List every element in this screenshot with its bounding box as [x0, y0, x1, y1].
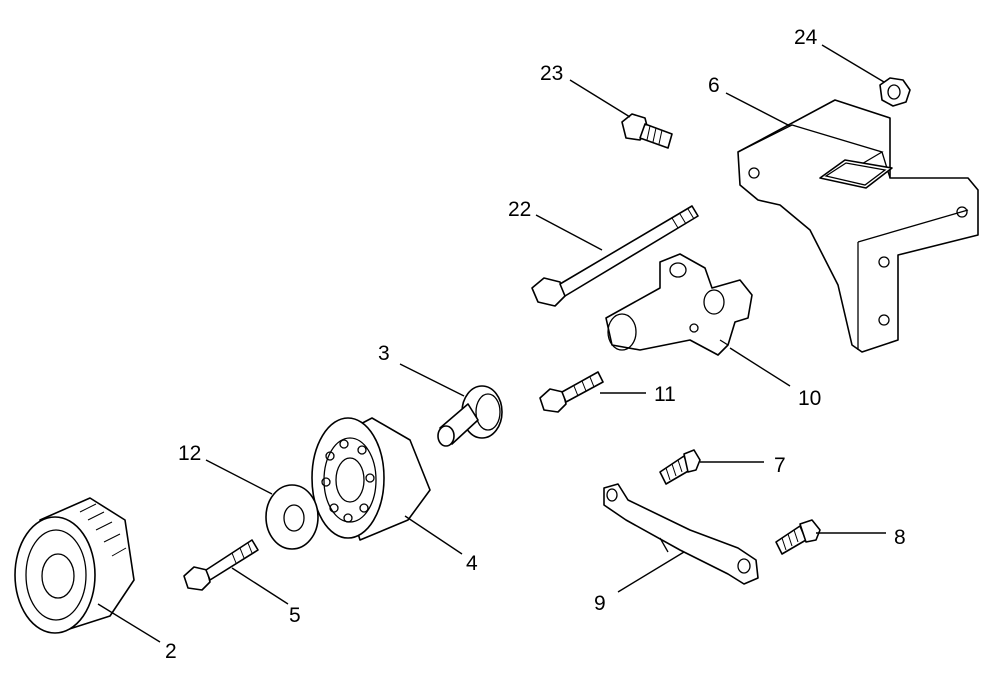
leader-12	[205, 459, 273, 495]
part-7-bolt	[659, 449, 701, 485]
label-6: 6	[708, 74, 720, 97]
part-6-bracket	[737, 99, 979, 353]
leader-3	[399, 363, 465, 397]
label-24: 24	[794, 26, 818, 49]
leader-23	[569, 79, 631, 118]
part-8-bolt	[775, 519, 821, 555]
leader-lines	[97, 44, 886, 643]
label-12: 12	[178, 442, 201, 465]
leader-9	[617, 551, 685, 593]
label-2: 2	[165, 640, 177, 663]
leader-4	[404, 515, 463, 555]
callout-labels: 2 3 4 5 6 7 8 9 10 11 12 22 23 24	[165, 26, 906, 663]
part-23-bolt	[621, 113, 673, 149]
leader-5	[231, 567, 289, 605]
leader-10	[729, 347, 791, 387]
part-5-bolt	[183, 539, 259, 591]
leader-6	[725, 92, 791, 127]
leader-2	[97, 603, 161, 643]
label-4: 4	[466, 552, 478, 575]
part-12-washer	[265, 484, 319, 550]
leader-24	[821, 44, 885, 83]
label-5: 5	[289, 604, 301, 627]
part-4-idler-pulley	[311, 417, 431, 541]
part-11-bolt	[539, 371, 604, 413]
part-9-strap-link	[603, 483, 759, 585]
part-24-nut	[879, 77, 911, 107]
part-2-grooved-pulley	[14, 497, 135, 634]
label-9: 9	[594, 592, 606, 615]
label-10: 10	[798, 387, 821, 410]
label-3: 3	[378, 342, 390, 365]
part-22-long-bolt	[531, 205, 699, 307]
label-11: 11	[654, 383, 676, 406]
leader-22	[535, 214, 603, 251]
label-7: 7	[774, 454, 786, 477]
label-22: 22	[508, 198, 531, 221]
label-8: 8	[894, 526, 906, 549]
label-23: 23	[540, 62, 563, 85]
part-3-bushing	[437, 385, 503, 447]
part-10-arm-bracket	[605, 253, 753, 356]
